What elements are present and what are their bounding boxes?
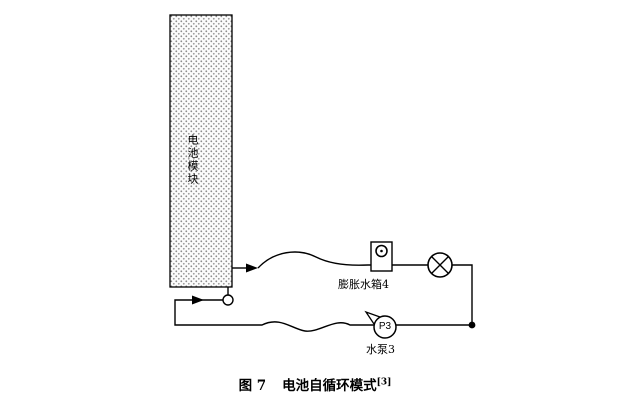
pipe-right xyxy=(452,264,473,325)
expansion-tank-label: 膨胀水箱4 xyxy=(338,278,389,291)
flow-arrow-bottom xyxy=(192,295,204,305)
expansion-tank-symbol xyxy=(370,241,393,272)
flow-arrow-top xyxy=(246,263,258,273)
valve-symbol xyxy=(427,252,453,278)
caption-figure-number: 图 7 xyxy=(238,378,267,394)
caption-title: 电池自循环模式 xyxy=(282,378,377,394)
caption-superscript: [3] xyxy=(376,377,392,388)
figure-caption: 图 7 电池自循环模式[3] xyxy=(0,374,630,395)
battery-module-block xyxy=(169,14,233,288)
pump-symbol-label: P3 xyxy=(378,321,392,332)
pump-label: 水泵3 xyxy=(366,343,395,356)
drain-valve-symbol xyxy=(222,287,234,306)
pipe-bottom-hose xyxy=(174,299,472,332)
pipe-top-hose xyxy=(257,251,428,269)
battery-module-label: 电池模块 xyxy=(186,134,199,186)
pump-symbol xyxy=(364,310,397,339)
